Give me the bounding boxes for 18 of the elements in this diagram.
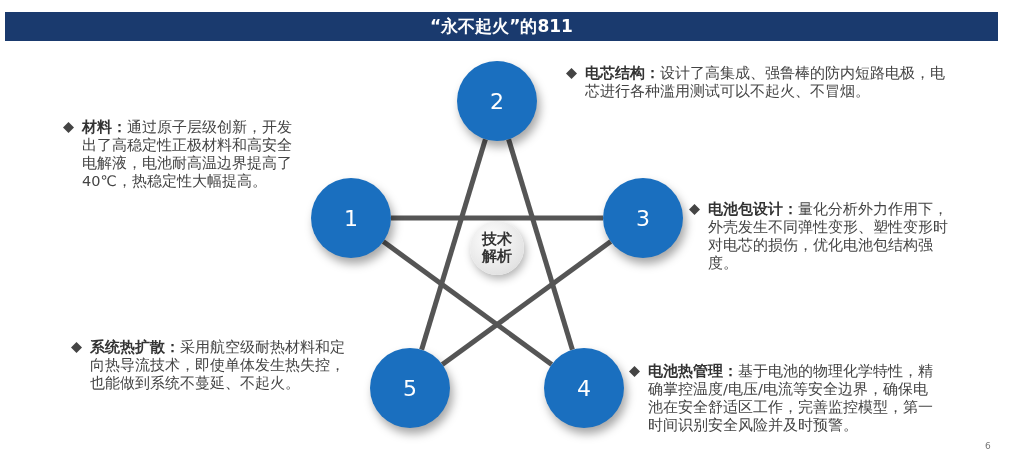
number-circle: 3 — [603, 178, 683, 258]
number-circle: 2 — [457, 61, 537, 141]
description-text: 系统热扩散：采用航空级耐热材料和定向热导流技术，即使单体发生热失控，也能做到系统不蔓延、不起火。 — [90, 338, 346, 392]
page-number: 6 — [985, 441, 991, 451]
description-text: 电芯结构：设计了高集成、强鲁棒的防内短路电极，电芯进行各种滥用测试可以不起火、不冒烟。 — [585, 64, 946, 100]
connector-line — [391, 215, 603, 221]
number-circle: 1 — [311, 178, 391, 258]
title-banner: “永不起火”的811 — [5, 12, 998, 41]
connector-line — [506, 138, 575, 351]
connector-line — [419, 138, 488, 351]
number-circle: 5 — [370, 348, 450, 428]
description-text: 电池包设计：量化分析外力作用下，外壳发生不同弹性变形、塑性变形时对电芯的损伤，优化电池包结构强度。 — [708, 200, 949, 272]
center-circle: 技术解析 — [470, 221, 524, 275]
description-text: 材料：通过原子层级创新，开发出了高稳定性正极材料和高安全电解液，电池耐高温边界提高了40℃，热稳定性大幅提高。 — [82, 118, 293, 190]
description-text: 电池热管理：基于电池的物理化学特性，精确掌控温度/电压/电流等安全边界，确保电池在安全舒适区工作，完善监控模型，第一时间识别安全风险并及时预警。 — [648, 362, 934, 434]
connector-line — [381, 239, 554, 367]
number-circle: 4 — [544, 348, 624, 428]
connector-line — [440, 239, 613, 367]
